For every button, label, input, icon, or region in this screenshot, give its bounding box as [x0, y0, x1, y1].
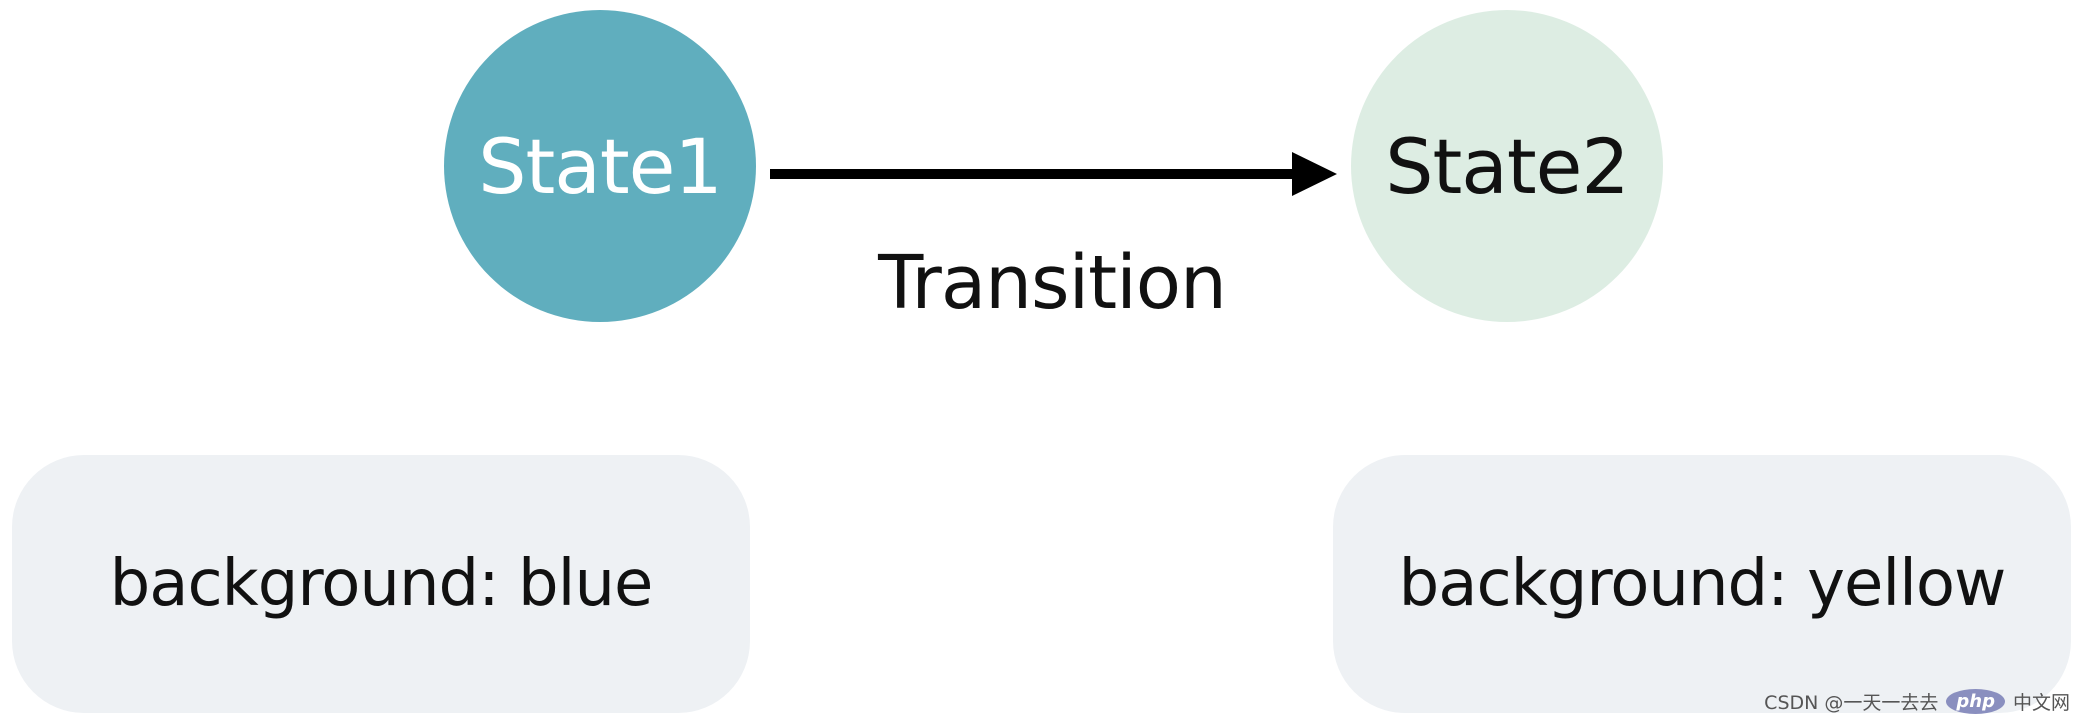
state2-property-box: background: yellow — [1333, 455, 2071, 713]
watermark: CSDN @一天一去去 php 中文网 — [1764, 688, 2070, 715]
state2-property-text: background: yellow — [1398, 547, 2007, 621]
state2-node: State2 — [1351, 10, 1663, 322]
state2-label: State2 — [1385, 121, 1630, 211]
state1-label: State1 — [478, 121, 723, 211]
php-logo: php — [1946, 689, 2005, 714]
state1-property-text: background: blue — [109, 547, 654, 621]
state1-property-box: background: blue — [12, 455, 750, 713]
transition-label: Transition — [878, 240, 1227, 326]
transition-arrow-head — [1292, 152, 1337, 196]
state1-node: State1 — [444, 10, 756, 322]
watermark-credit: CSDN @一天一去去 — [1764, 692, 1939, 714]
watermark-site: 中文网 — [2012, 692, 2070, 714]
